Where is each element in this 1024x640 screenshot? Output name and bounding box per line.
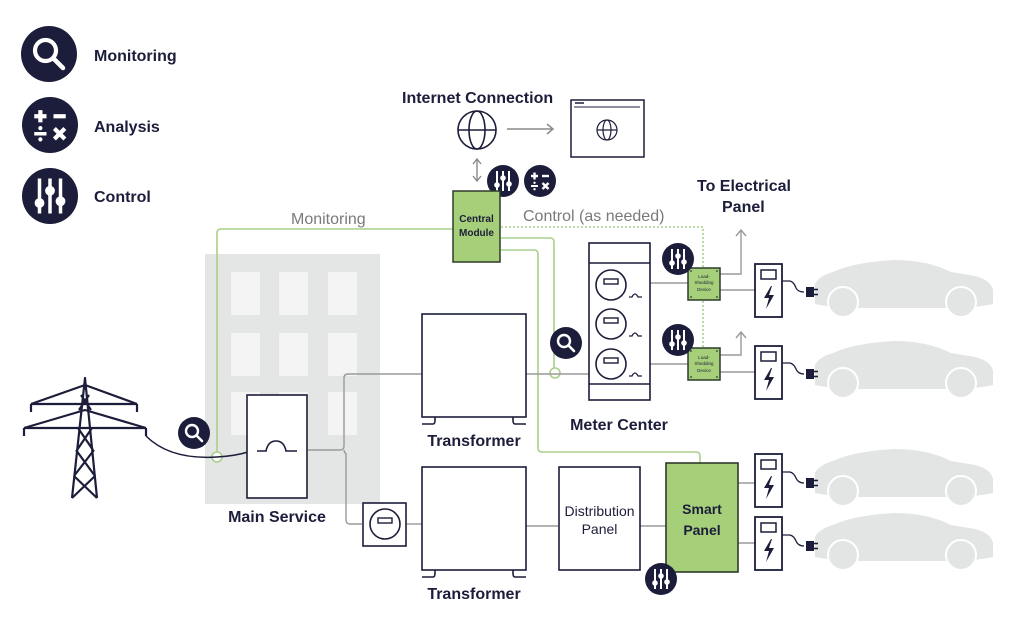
monitoring-line-label: Monitoring <box>291 211 366 228</box>
svg-text:Shedding: Shedding <box>694 280 714 285</box>
transformer-top-label: Transformer <box>427 433 520 450</box>
monitoring-lines <box>216 226 704 463</box>
transformer-bottom: Transformer <box>421 466 527 603</box>
charger-icon <box>754 263 783 318</box>
legend-monitoring-label: Monitoring <box>94 48 177 65</box>
legend-monitoring: Monitoring <box>21 26 177 82</box>
building <box>205 254 380 504</box>
distribution-panel-label-line2: Panel <box>582 521 618 537</box>
main-service-label: Main Service <box>228 509 326 526</box>
distribution-panel-label-line1: Distribution <box>564 503 634 519</box>
service-drop-wire <box>145 435 249 459</box>
legend-control: Control <box>20 166 151 226</box>
legend: Monitoring Analysis Control <box>20 26 177 226</box>
internet-connection-label: Internet Connection <box>402 90 553 107</box>
load-shedding-device-2: Load- Shedding Device <box>687 347 721 381</box>
to-electrical-panel-label-line1: To Electrical <box>697 178 791 195</box>
central-module-label-line2: Module <box>459 228 494 239</box>
utility-meter <box>362 502 407 547</box>
ev-charging-row-3 <box>754 448 994 508</box>
sliders-icon <box>20 166 80 226</box>
transmission-tower-icon <box>22 376 148 499</box>
power-wires <box>308 228 755 544</box>
smart-panel: Smart Panel <box>665 462 739 573</box>
math-operators-icon <box>22 97 78 153</box>
svg-text:Device: Device <box>697 368 711 373</box>
internet-connection: Internet Connection <box>402 90 645 199</box>
central-module: Central Module <box>452 190 501 263</box>
central-module-label-line1: Central <box>459 214 494 225</box>
charger-icon <box>754 453 783 508</box>
car-icon <box>814 448 994 507</box>
math-operators-icon <box>522 163 558 199</box>
meter-center: Meter Center <box>570 242 668 434</box>
legend-control-label: Control <box>94 189 151 206</box>
sliders-icon <box>661 242 695 276</box>
svg-text:Load-: Load- <box>698 355 710 360</box>
ev-charging-row-2 <box>754 340 994 400</box>
ev-charging-row-1 <box>754 259 994 318</box>
sliders-icon <box>644 562 678 596</box>
car-icon <box>814 340 994 399</box>
ev-charging-row-4 <box>754 512 994 571</box>
globe-icon <box>457 110 497 150</box>
transformer-bottom-label: Transformer <box>427 586 520 603</box>
main-service: Main Service <box>228 394 326 526</box>
car-icon <box>814 512 994 571</box>
monitoring-connection-dots <box>211 367 561 463</box>
control-line-label: Control (as needed) <box>523 208 664 225</box>
transformer-top: Transformer <box>421 313 527 450</box>
smart-panel-label-line2: Panel <box>683 522 720 538</box>
svg-text:Device: Device <box>697 287 711 292</box>
svg-text:Shedding: Shedding <box>694 361 714 366</box>
distribution-panel: Distribution Panel <box>558 466 641 571</box>
sliders-icon <box>661 323 695 357</box>
bidirectional-arrow-icon <box>472 157 482 183</box>
car-icon <box>814 259 994 318</box>
browser-window-icon <box>570 99 645 158</box>
meter-center-label: Meter Center <box>570 417 668 434</box>
svg-text:Load-: Load- <box>698 274 710 279</box>
to-electrical-panel-label-line2: Panel <box>722 199 765 216</box>
legend-analysis: Analysis <box>22 97 160 153</box>
smart-panel-label-line1: Smart <box>682 501 722 517</box>
charger-icon <box>754 516 783 571</box>
magnifier-icon <box>548 325 584 361</box>
legend-analysis-label: Analysis <box>94 119 160 136</box>
arrow-right-icon <box>507 123 555 135</box>
load-shedding-device-1: Load- Shedding Device <box>687 267 721 301</box>
charger-icon <box>754 345 783 400</box>
magnifier-icon <box>176 415 212 451</box>
magnifier-icon <box>21 26 77 82</box>
